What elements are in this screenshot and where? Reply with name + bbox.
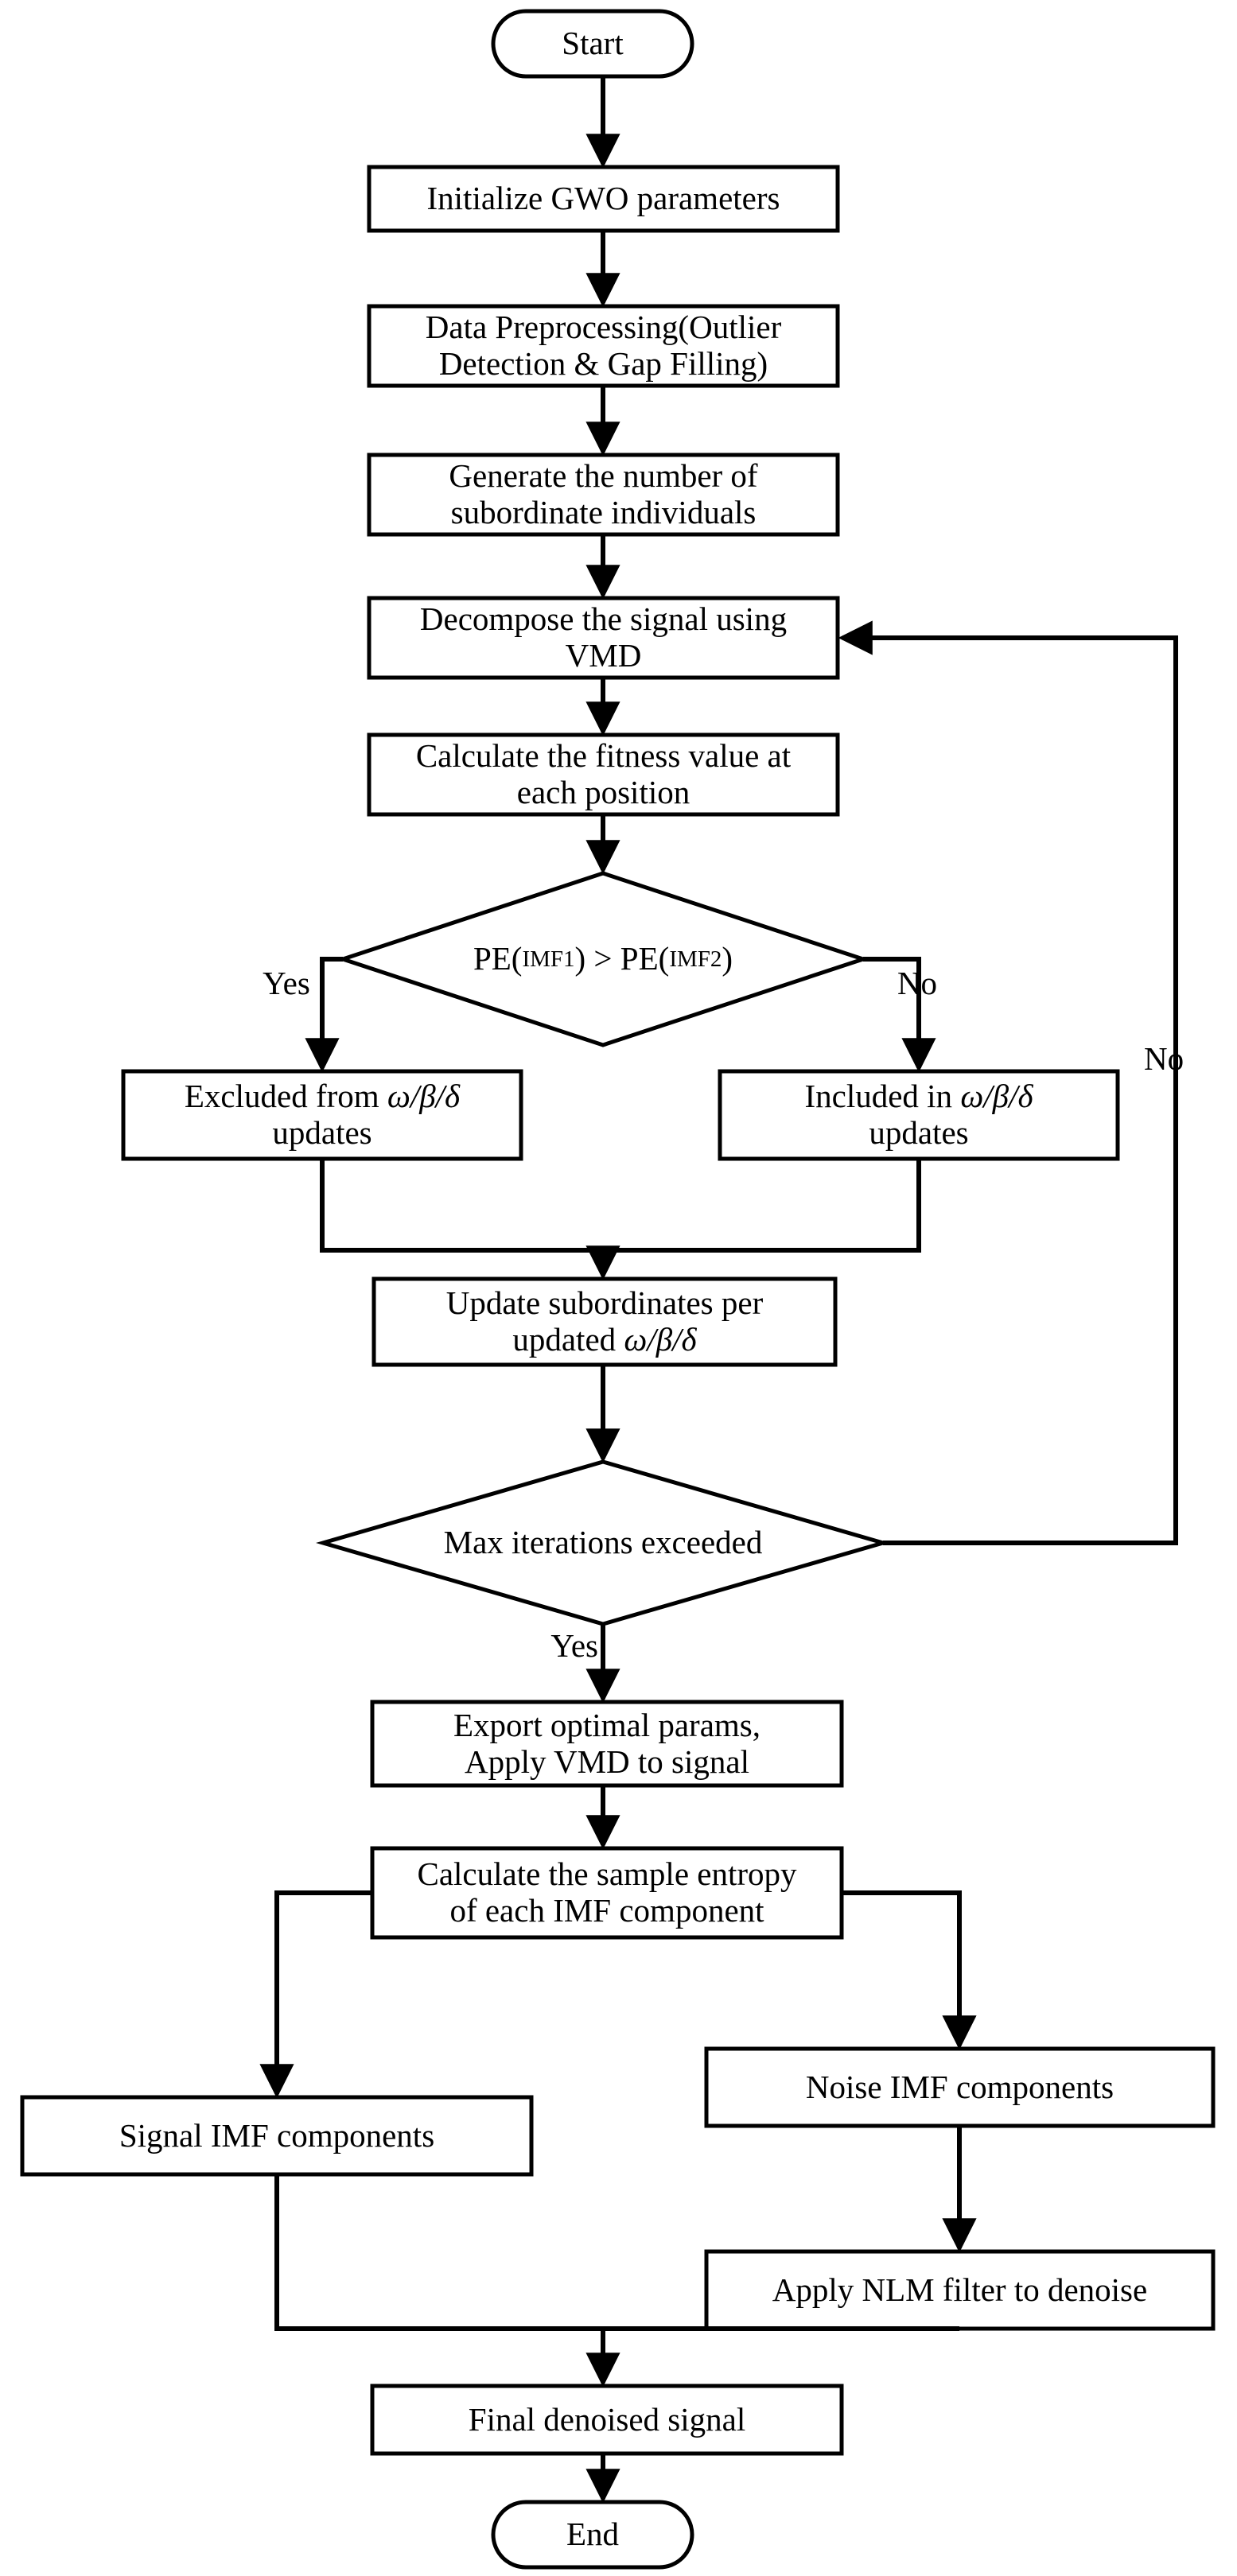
node-calc-fitness-shape xyxy=(367,732,840,817)
node-included-shape xyxy=(718,1069,1120,1161)
edge-sampen-to-signal-imf xyxy=(259,1890,372,2099)
edge-label-pe-no: No xyxy=(897,965,938,1001)
node-max-iter-shape xyxy=(316,1459,890,1626)
node-export-params-shape xyxy=(370,1700,844,1788)
edge-label-max-iter-no: No xyxy=(1144,1040,1184,1077)
node-end-shape xyxy=(491,2500,694,2570)
node-noise-imf-shape xyxy=(704,2046,1216,2128)
edge-label-max-iter-yes: Yes xyxy=(550,1627,598,1664)
node-pe-compare-shape xyxy=(336,871,869,1047)
edge-excluded-merge xyxy=(320,1159,921,1253)
node-signal-imf-shape xyxy=(20,2095,534,2177)
edge-sampen-to-noise-imf xyxy=(842,1890,977,2050)
edge-signal-imf-merge xyxy=(274,2174,959,2331)
node-start-shape xyxy=(491,9,694,79)
edge-label-pe-yes: Yes xyxy=(263,965,310,1001)
node-final-signal-shape xyxy=(370,2384,844,2456)
edge-pe-yes xyxy=(305,957,343,1073)
node-decompose-vmd-shape xyxy=(367,596,840,680)
edge-pe-no xyxy=(863,957,936,1073)
node-init-gwo-shape xyxy=(367,165,840,233)
node-generate-subs-shape xyxy=(367,453,840,537)
node-update-subs-shape xyxy=(371,1276,838,1367)
node-nlm-filter-shape xyxy=(704,2249,1216,2331)
node-preprocess-shape xyxy=(367,304,840,388)
edge-max-iter-no-feedback xyxy=(838,620,1178,1545)
node-excluded-shape xyxy=(121,1069,523,1161)
node-calc-sampen-shape xyxy=(370,1846,844,1940)
